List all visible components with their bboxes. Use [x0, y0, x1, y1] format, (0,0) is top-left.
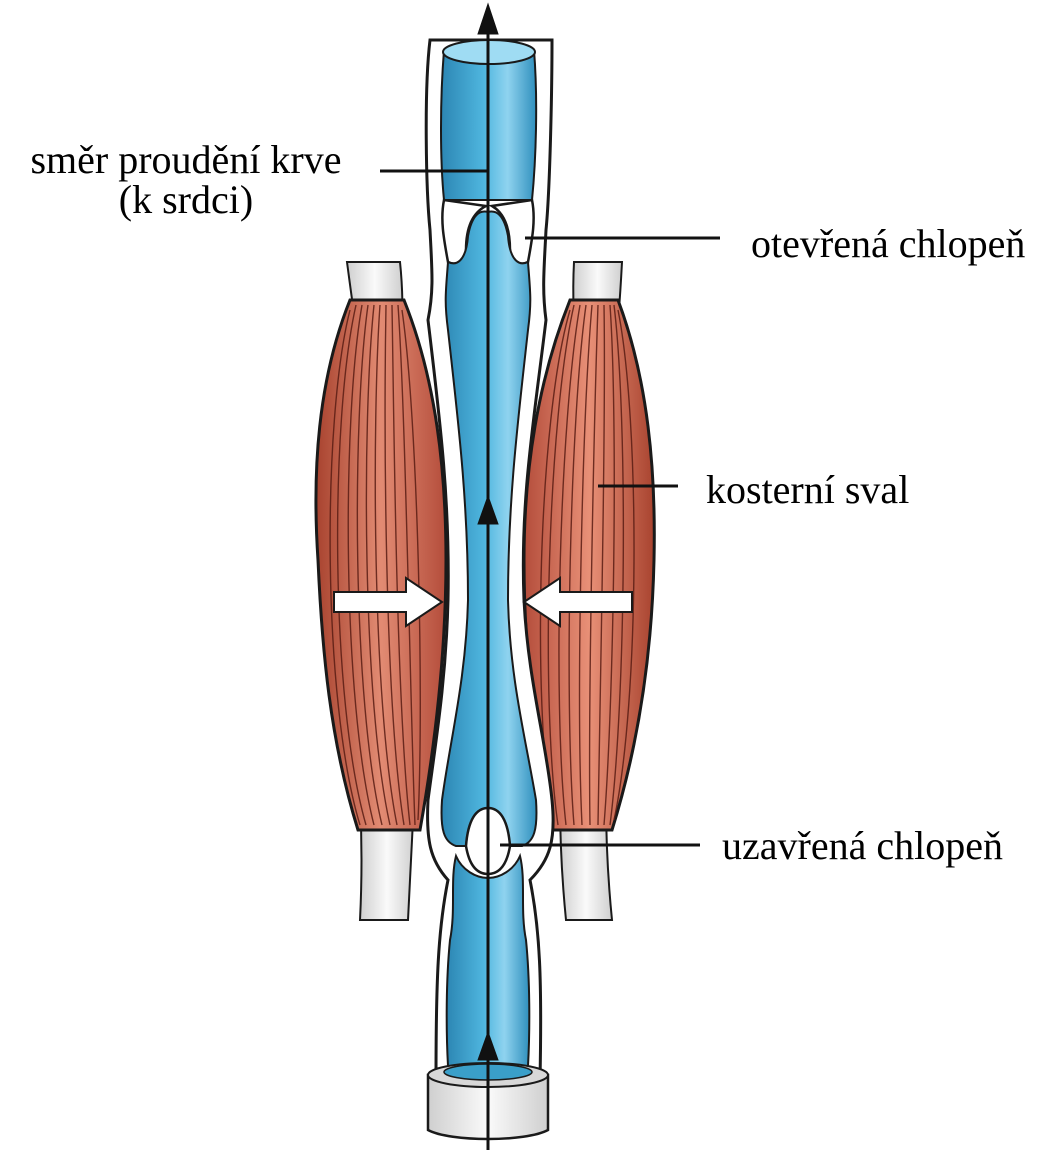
label-blood-flow-direction: směr proudění krve (k srdci) [8, 140, 364, 220]
label-blood-flow-line2: (k srdci) [8, 180, 364, 220]
left-muscle-belly [316, 300, 446, 830]
label-skeletal-muscle: kosterní sval [706, 470, 909, 510]
label-open-valve: otevřená chlopeň [751, 224, 1025, 264]
label-blood-flow-line1: směr proudění krve [8, 140, 364, 180]
arrow-up-icon [478, 4, 498, 34]
label-closed-valve: uzavřená chlopeň [722, 826, 1003, 866]
